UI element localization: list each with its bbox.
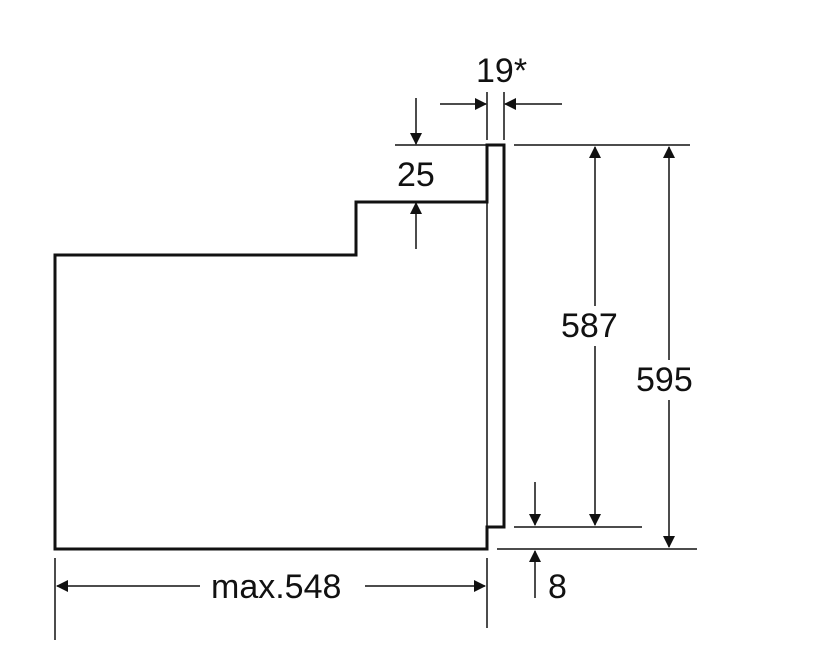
oven-body-outline xyxy=(53,143,506,551)
front-height-label: 587 xyxy=(561,307,618,345)
door-thickness-label: 19* xyxy=(476,52,527,90)
bottom-offset-label: 8 xyxy=(548,568,567,606)
depth-label: max.548 xyxy=(211,568,341,606)
total-height-label: 595 xyxy=(636,361,693,399)
top-offset-label: 25 xyxy=(397,156,435,194)
